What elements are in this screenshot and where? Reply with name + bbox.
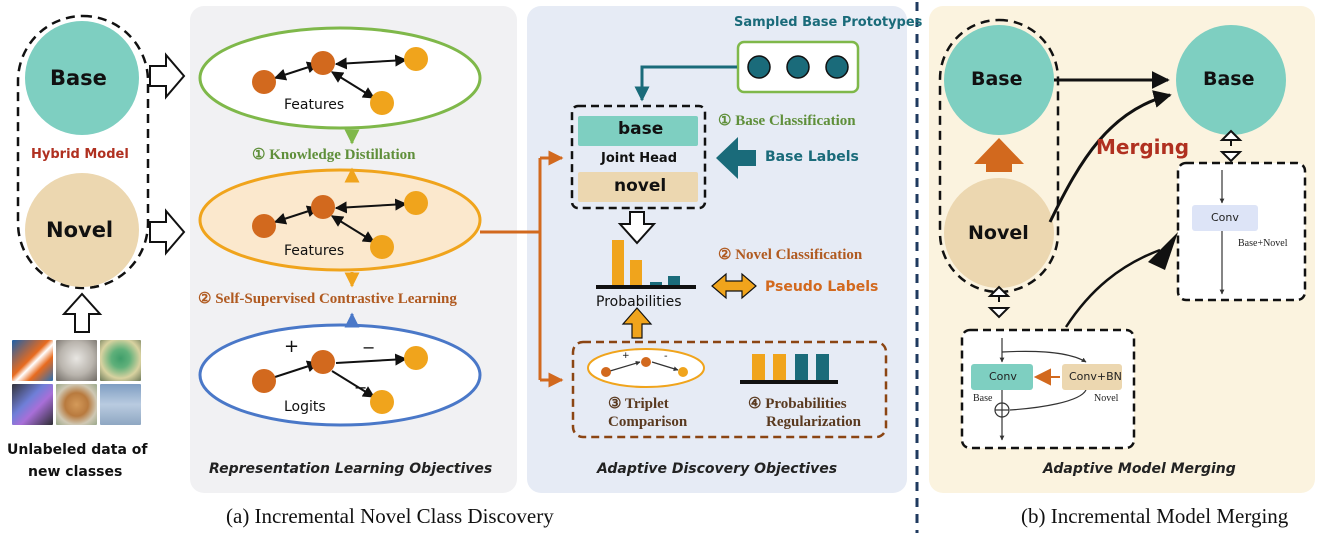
novel-classification-label: ② Novel Classification [718,247,863,263]
merge-base-circle [944,25,1054,135]
base-label: Base [50,66,107,90]
source-updown-arrow [987,285,1011,319]
pseudo-labels-label: Pseudo Labels [765,279,879,295]
logits-minus-sign-1: − [362,338,376,357]
base-labels-arrow [716,137,756,179]
probabilities-label: Probabilities [596,294,682,310]
triplet-plus-sign: + [622,351,630,361]
features-branch-connector [480,150,564,388]
merging-label: Merging [1096,135,1190,159]
convbn-label: Conv+BN [1069,370,1122,383]
caption-a: (a) Incremental Novel Class Discovery [226,504,554,528]
merge-base-label: Base [971,68,1023,90]
triplet-nodes [601,357,688,377]
regularization-bars [740,354,838,384]
base-conv-label: Conv [989,370,1017,383]
images-up-arrow [61,292,103,333]
probabilities-bars [596,240,696,289]
puppy-photo [56,384,97,425]
convbn-to-conv-arrow [1033,368,1060,386]
losses-frame [571,340,888,439]
hybrid-model-label: Hybrid Model [31,147,129,162]
joint-head-frame [570,104,707,210]
convbn-box [1062,364,1122,390]
base-circle [25,21,139,135]
base-head-label: base [618,119,664,139]
unlabeled-line2: new classes [28,464,123,480]
base-classification-label: ① Base Classification [718,113,856,129]
base-novel-label: Base+Novel [1238,238,1288,249]
merged-base-label: Base [1203,68,1255,90]
base-conv-box [971,364,1033,390]
representation-title: Representation Learning Objectives [209,461,493,477]
novel-head-box [578,172,698,202]
branch-conv-lines [994,338,1087,441]
sampled-prototypes-label: Sampled Base Prototypes [734,15,923,30]
pseudo-labels-arrow [711,272,757,300]
merged-conv-frame [1176,161,1307,302]
merged-base-circle [1176,25,1286,135]
features-top-label: Features [284,97,345,113]
base-labels-label: Base Labels [765,149,859,165]
novel-label: Novel [46,218,114,242]
phone-photo [12,384,53,425]
logits-plus-sign: + [284,336,300,357]
joint-head-label: Joint Head [601,151,677,166]
prototype-arrow [634,65,737,102]
merged-conv-label: Conv [1211,211,1239,224]
probabilities-up-arrow [621,307,653,339]
novel-to-features-arrow [149,208,186,256]
airplane-photo [100,384,141,425]
base-to-features-arrow [149,52,186,100]
merge-novel-circle [944,178,1054,288]
base-branch-label: Base [973,393,993,404]
novel-to-base-arrow [974,138,1024,172]
caption-b: (b) Incremental Model Merging [1021,504,1289,528]
features-top-nodes [252,47,428,115]
novel-head-label: novel [614,176,667,196]
branch-conv-frame [960,328,1136,450]
features-mid-nodes [252,191,428,259]
novel-circle [25,173,139,287]
logits-minus-sign-2: − [354,378,368,397]
clownfish-photo [12,340,53,381]
cat-photo [56,340,97,381]
head-down-arrow [617,211,657,245]
triplet-minus-sign: - [664,351,668,362]
triplet-ellipse [587,348,705,388]
triplet-label-line2: Comparison [608,414,688,430]
merge-hybrid-frame [938,18,1060,294]
hybrid-model-frame [16,14,150,290]
triplet-label-line1: ③ Triplet [608,396,669,412]
base-head-box [578,116,698,146]
unlabeled-line1: Unlabeled data of [7,442,148,458]
logits-label: Logits [284,399,326,415]
reparam-arrow [1064,248,1161,328]
logits-nodes [252,346,428,414]
merge-novel-label: Novel [968,222,1029,244]
bird-photo [100,340,141,381]
merged-updown-arrow [1219,129,1243,163]
prob-reg-label-line1: ④ Probabilities [748,396,847,412]
novel-merge-arrow [1048,90,1172,223]
features-mid-label: Features [284,243,345,259]
merging-title: Adaptive Model Merging [1043,461,1236,477]
contrastive-learning-label: ② Self-Supervised Contrastive Learning [198,291,457,307]
merged-conv-box [1192,205,1258,231]
prob-reg-label-line2: Regularization [766,414,861,430]
adaptive-title: Adaptive Discovery Objectives [597,461,838,477]
novel-branch-label: Novel [1094,393,1119,404]
knowledge-distillation-label: ① Knowledge Distillation [252,147,416,163]
